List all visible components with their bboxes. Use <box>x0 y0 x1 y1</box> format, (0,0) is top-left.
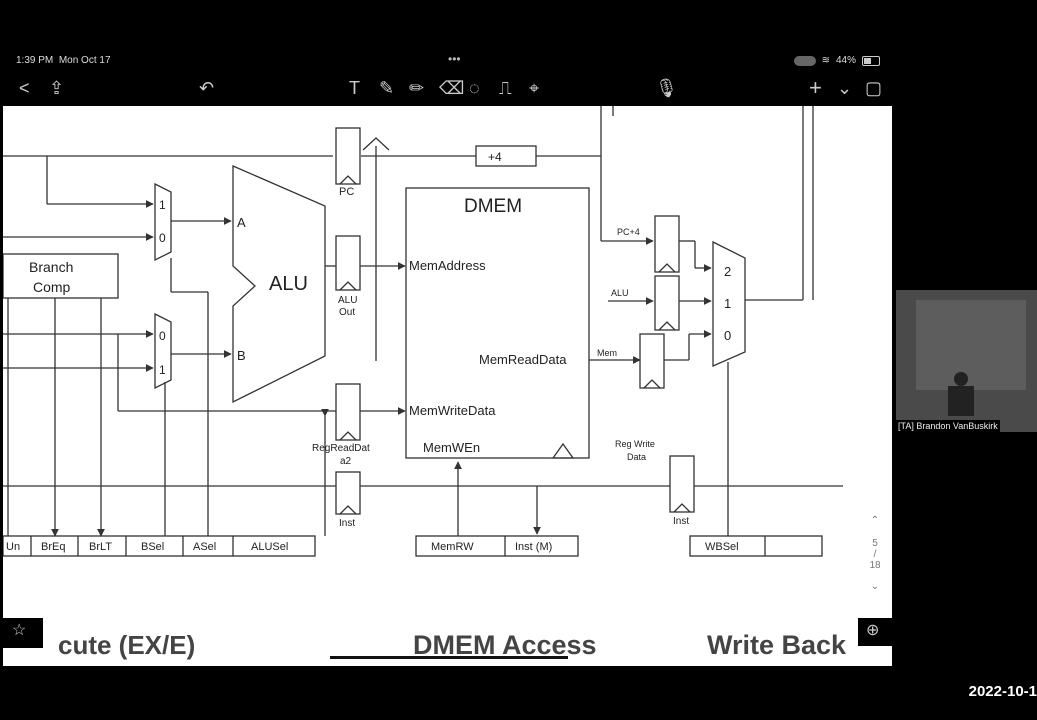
microphone-icon[interactable]: 🎙 <box>655 78 678 98</box>
alu-out-label-line1: ALU <box>338 295 357 306</box>
branch-comp-label-line1: Branch <box>29 259 73 275</box>
status-bar: 1:39 PM Mon Oct 17 ••• ≋ 44% <box>10 52 892 70</box>
zoom-bg <box>858 618 892 646</box>
chevron-down-icon[interactable]: ⌄ <box>870 581 880 592</box>
pc-label: PC <box>339 186 354 198</box>
participant-video[interactable]: [TA] Brandon VanBuskirk <box>896 290 1037 432</box>
home-indicator <box>330 656 568 659</box>
highlighter-tool-icon[interactable]: ✏ <box>409 78 425 98</box>
battery-icon <box>862 55 880 66</box>
control-brlt: BrLT <box>89 541 112 553</box>
regreaddata-label-line2: a2 <box>340 456 352 467</box>
caption-execute: cute (EX/E) <box>58 630 196 660</box>
alu-input-a: A <box>237 215 246 230</box>
participant-name: [TA] Brandon VanBuskirk <box>896 420 1000 432</box>
inst-wb-label: Inst <box>673 516 689 527</box>
mem-wen-label: MemWEn <box>423 440 480 455</box>
slide-captions: cute (EX/E) DMEM Access Write Back <box>3 618 892 666</box>
mem-address-label: MemAddress <box>409 258 486 273</box>
control-un: Un <box>6 541 20 553</box>
mem-readdata-label: MemReadData <box>479 352 567 367</box>
slide-page: Branch Comp 1 0 0 1 A B ALU PC +4 ALU Ou… <box>3 106 892 618</box>
mux-top-input-0: 0 <box>159 231 166 245</box>
pc4-label: PC+4 <box>617 227 640 237</box>
reg-write-data-line2: Data <box>627 452 646 462</box>
person-head <box>954 372 968 386</box>
alu-input-b: B <box>237 348 246 363</box>
control-memrw: MemRW <box>431 541 474 553</box>
total-pages: 18 <box>869 560 881 571</box>
shape-tool-icon[interactable]: ⎍ <box>499 78 512 98</box>
add-page-icon[interactable]: + <box>809 75 822 100</box>
status-right: ≋ 44% <box>793 55 880 66</box>
dmem-title: DMEM <box>464 196 522 217</box>
control-bsel: BSel <box>141 541 164 553</box>
undo-icon[interactable]: ↶ <box>199 78 215 98</box>
mem-wb-label: Mem <box>597 348 617 358</box>
battery-percent: 44% <box>835 55 856 66</box>
status-time: 1:39 PM Mon Oct 17 <box>16 55 111 66</box>
pages-icon[interactable]: ▢ <box>865 78 883 98</box>
text-tool-icon[interactable]: T <box>349 78 360 98</box>
page-separator: / <box>873 549 877 560</box>
multitask-dots[interactable]: ••• <box>448 52 461 66</box>
current-page: 5 <box>872 538 878 549</box>
share-icon[interactable]: ⇪ <box>49 78 65 98</box>
datapath-diagram: Branch Comp 1 0 0 1 A B ALU PC +4 ALU Ou… <box>3 106 843 557</box>
alu-out-label-line2: Out <box>339 307 355 318</box>
star-icon[interactable]: ☆ <box>12 622 27 639</box>
plus4-label: +4 <box>488 150 502 164</box>
control-asel: ASel <box>193 541 216 553</box>
favorite-bg <box>3 618 43 648</box>
screen-record-icon <box>793 55 816 66</box>
alu-wb-label: ALU <box>611 288 629 298</box>
wifi-icon: ≋ <box>821 55 830 66</box>
caption-dmem-access: DMEM Access <box>413 630 597 660</box>
control-alusel: ALUSel <box>251 541 288 553</box>
control-inst-m: Inst (M) <box>515 541 552 553</box>
person-body <box>948 386 974 416</box>
chevron-up-icon[interactable]: ⌃ <box>870 515 880 526</box>
wb-mux-input-2: 2 <box>724 264 731 279</box>
back-icon[interactable]: < <box>19 78 30 98</box>
notes-toolbar: < ⇪ ↶ T ✎ ✏ ⌫ ◌ ⎍ ⌖ 🎙 + ⌄ ▢ <box>3 72 891 106</box>
mux-bottom-input-0: 0 <box>159 329 166 343</box>
reg-write-data-line1: Reg Write <box>615 439 655 449</box>
mem-writedata-label: MemWriteData <box>409 403 496 418</box>
alu-label: ALU <box>269 273 308 295</box>
wb-mux-input-0: 0 <box>724 328 731 343</box>
zoom-icon[interactable]: ⊕ <box>866 622 880 639</box>
pen-tool-icon[interactable]: ✎ <box>379 78 395 98</box>
wb-mux-input-1: 1 <box>724 296 731 311</box>
lasso-tool-icon[interactable]: ◌ <box>469 78 480 98</box>
eraser-tool-icon[interactable]: ⌫ <box>439 78 465 98</box>
regreaddata-label-line1: RegReadDat <box>312 443 370 454</box>
page-indicator: ⌃ 5 / 18 ⌄ <box>860 515 890 615</box>
mux-top-input-1: 1 <box>159 198 166 212</box>
caption-write-back: Write Back <box>707 630 847 660</box>
mux-bottom-input-1: 1 <box>159 363 166 377</box>
control-wbsel: WBSel <box>705 541 739 553</box>
inst-label: Inst <box>339 518 355 529</box>
control-breq: BrEq <box>41 541 65 553</box>
chevron-down-icon[interactable]: ⌄ <box>837 78 853 98</box>
recording-date: 2022-10-1 <box>968 683 1037 700</box>
laser-tool-icon[interactable]: ⌖ <box>529 78 540 98</box>
branch-comp-label-line2: Comp <box>33 279 71 295</box>
